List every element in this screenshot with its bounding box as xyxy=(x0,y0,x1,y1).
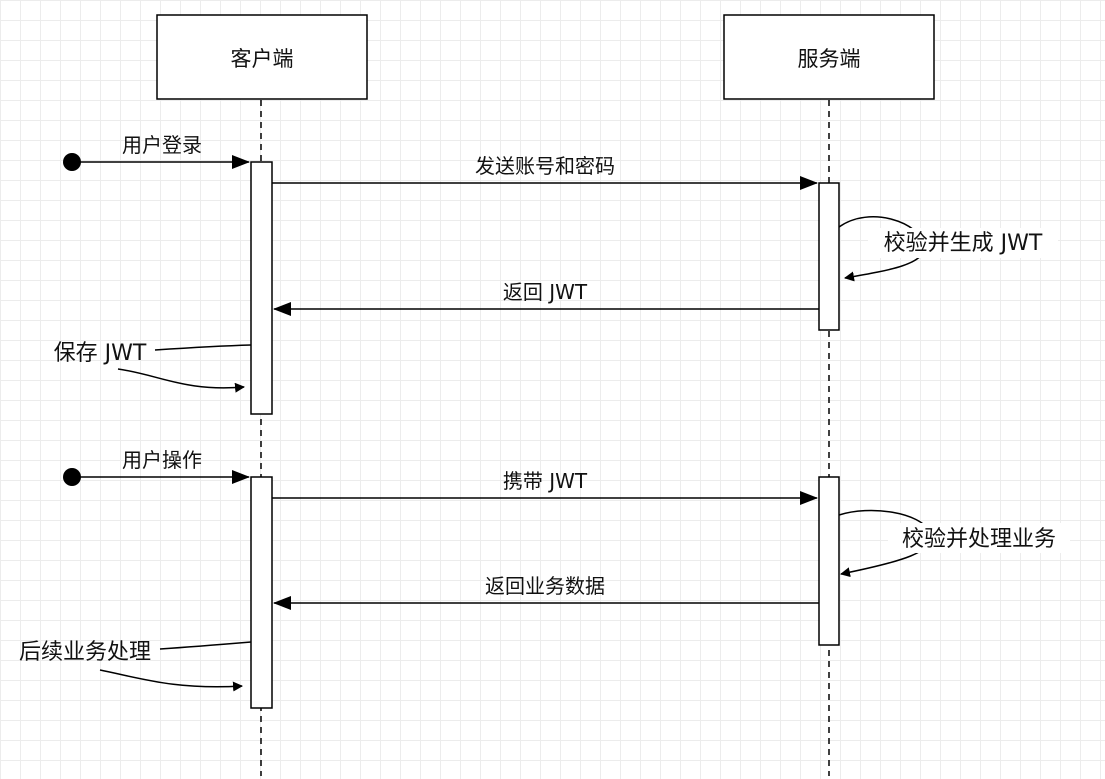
verify-process-label: 校验并处理业务 xyxy=(902,527,1056,552)
follow-up-label: 后续业务处理 xyxy=(19,640,151,665)
server-participant-label: 服务端 xyxy=(798,47,861,71)
verify-generate-label: 校验并生成 JWT xyxy=(884,231,1043,256)
client-participant[interactable]: 客户端 xyxy=(156,14,368,100)
carry-jwt-message[interactable]: 携带 JWT xyxy=(272,469,818,505)
return-data-message[interactable]: 返回业务数据 xyxy=(273,574,819,610)
verify-generate-self-message[interactable]: 校验并生成 JWT xyxy=(838,216,1058,282)
server-activation-2[interactable] xyxy=(818,476,840,646)
user-operation-label: 用户操作 xyxy=(122,448,202,472)
save-jwt-label: 保存 JWT xyxy=(54,341,147,366)
client-activation-2[interactable] xyxy=(250,476,273,709)
verify-generate-label-bg xyxy=(868,228,1058,258)
send-credentials-label: 发送账号和密码 xyxy=(475,154,615,178)
verify-process-label-bg xyxy=(888,523,1070,553)
return-jwt-message[interactable]: 返回 JWT xyxy=(273,280,819,316)
follow-up-note[interactable]: 后续业务处理 xyxy=(19,640,252,692)
user-login-label: 用户登录 xyxy=(122,133,202,157)
client-activation-1[interactable] xyxy=(250,161,273,415)
verify-process-self-message[interactable]: 校验并处理业务 xyxy=(838,509,1070,578)
return-data-label: 返回业务数据 xyxy=(485,574,605,598)
user-login-message[interactable]: 用户登录 xyxy=(63,133,250,171)
carry-jwt-label: 携带 JWT xyxy=(503,469,588,493)
client-participant-label: 客户端 xyxy=(231,47,294,71)
server-participant[interactable]: 服务端 xyxy=(723,14,935,100)
save-jwt-note[interactable]: 保存 JWT xyxy=(54,341,252,393)
send-credentials-message[interactable]: 发送账号和密码 xyxy=(272,154,818,190)
server-activation-1[interactable] xyxy=(818,182,840,331)
return-jwt-label: 返回 JWT xyxy=(503,280,588,304)
user-operation-message[interactable]: 用户操作 xyxy=(63,448,250,486)
